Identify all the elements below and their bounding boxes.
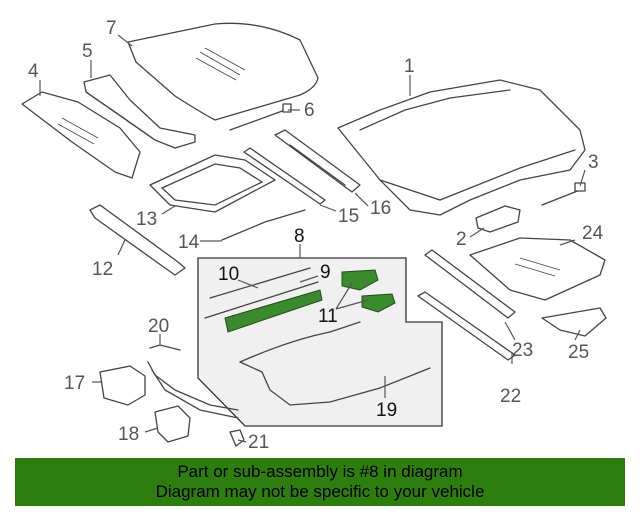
part-25-deflector[interactable] [541, 307, 607, 337]
part-21-clip[interactable] [229, 429, 245, 447]
callout-11: 11 [318, 306, 338, 327]
part-19-cable[interactable] [239, 321, 431, 406]
callout-24: 24 [582, 223, 604, 244]
part-13-frame-seal[interactable] [149, 154, 276, 213]
callout-8: 8 [294, 226, 305, 247]
part-9-slider[interactable] [224, 289, 323, 333]
part-16-guide-rail[interactable] [274, 129, 361, 193]
part-7-glass-panel[interactable] [127, 22, 319, 121]
callout-2: 2 [456, 229, 467, 250]
info-banner: Part or sub-assembly is #8 in diagram Di… [15, 458, 625, 506]
callout-15: 15 [338, 206, 359, 227]
callout-23: 23 [512, 340, 533, 361]
callout-25: 25 [568, 342, 589, 363]
part-23-drain-rail[interactable] [424, 249, 516, 319]
callout-12: 12 [92, 259, 113, 280]
callout-6: 6 [304, 100, 315, 121]
part-4-sunshade[interactable] [21, 91, 141, 179]
part-24-glass-panel[interactable] [469, 237, 606, 301]
part-18-motor[interactable] [154, 405, 191, 443]
callout-labels: 4 5 7 1 3 6 2 24 13 14 12 15 16 8 10 9 1… [28, 18, 604, 453]
callout-1: 1 [404, 56, 415, 77]
callout-10: 10 [218, 264, 239, 285]
callout-5: 5 [82, 41, 93, 62]
callout-19: 19 [376, 400, 397, 421]
part-1-roof-panel[interactable] [337, 79, 586, 216]
callout-21: 21 [248, 432, 269, 453]
part-6-cable[interactable] [229, 103, 292, 131]
banner-line-2: Diagram may not be specific to your vehi… [155, 482, 485, 501]
part-15-guide-rail[interactable] [243, 147, 326, 205]
callout-20: 20 [148, 316, 169, 337]
callout-7: 7 [106, 18, 117, 39]
part-2-hinge[interactable] [475, 205, 521, 233]
part-14-seal-strip[interactable] [221, 209, 306, 241]
banner-line-1: Part or sub-assembly is #8 in diagram [177, 462, 463, 481]
part-5-deflector[interactable] [83, 74, 196, 149]
part-10-rail[interactable] [204, 267, 319, 319]
callout-16: 16 [370, 198, 391, 219]
part-3-bracket[interactable] [541, 182, 586, 206]
part-17-motor[interactable] [99, 365, 146, 406]
callout-3: 3 [588, 152, 599, 173]
callout-22: 22 [500, 386, 521, 407]
part-22-rail[interactable] [417, 291, 516, 361]
callout-14: 14 [178, 232, 200, 253]
leader-lines [39, 34, 586, 443]
callout-4: 4 [28, 61, 39, 82]
callout-9: 9 [320, 262, 331, 283]
callout-18: 18 [118, 424, 139, 445]
callout-17: 17 [64, 373, 85, 394]
callout-13: 13 [136, 209, 157, 230]
part-12-side-frame[interactable] [89, 204, 186, 276]
